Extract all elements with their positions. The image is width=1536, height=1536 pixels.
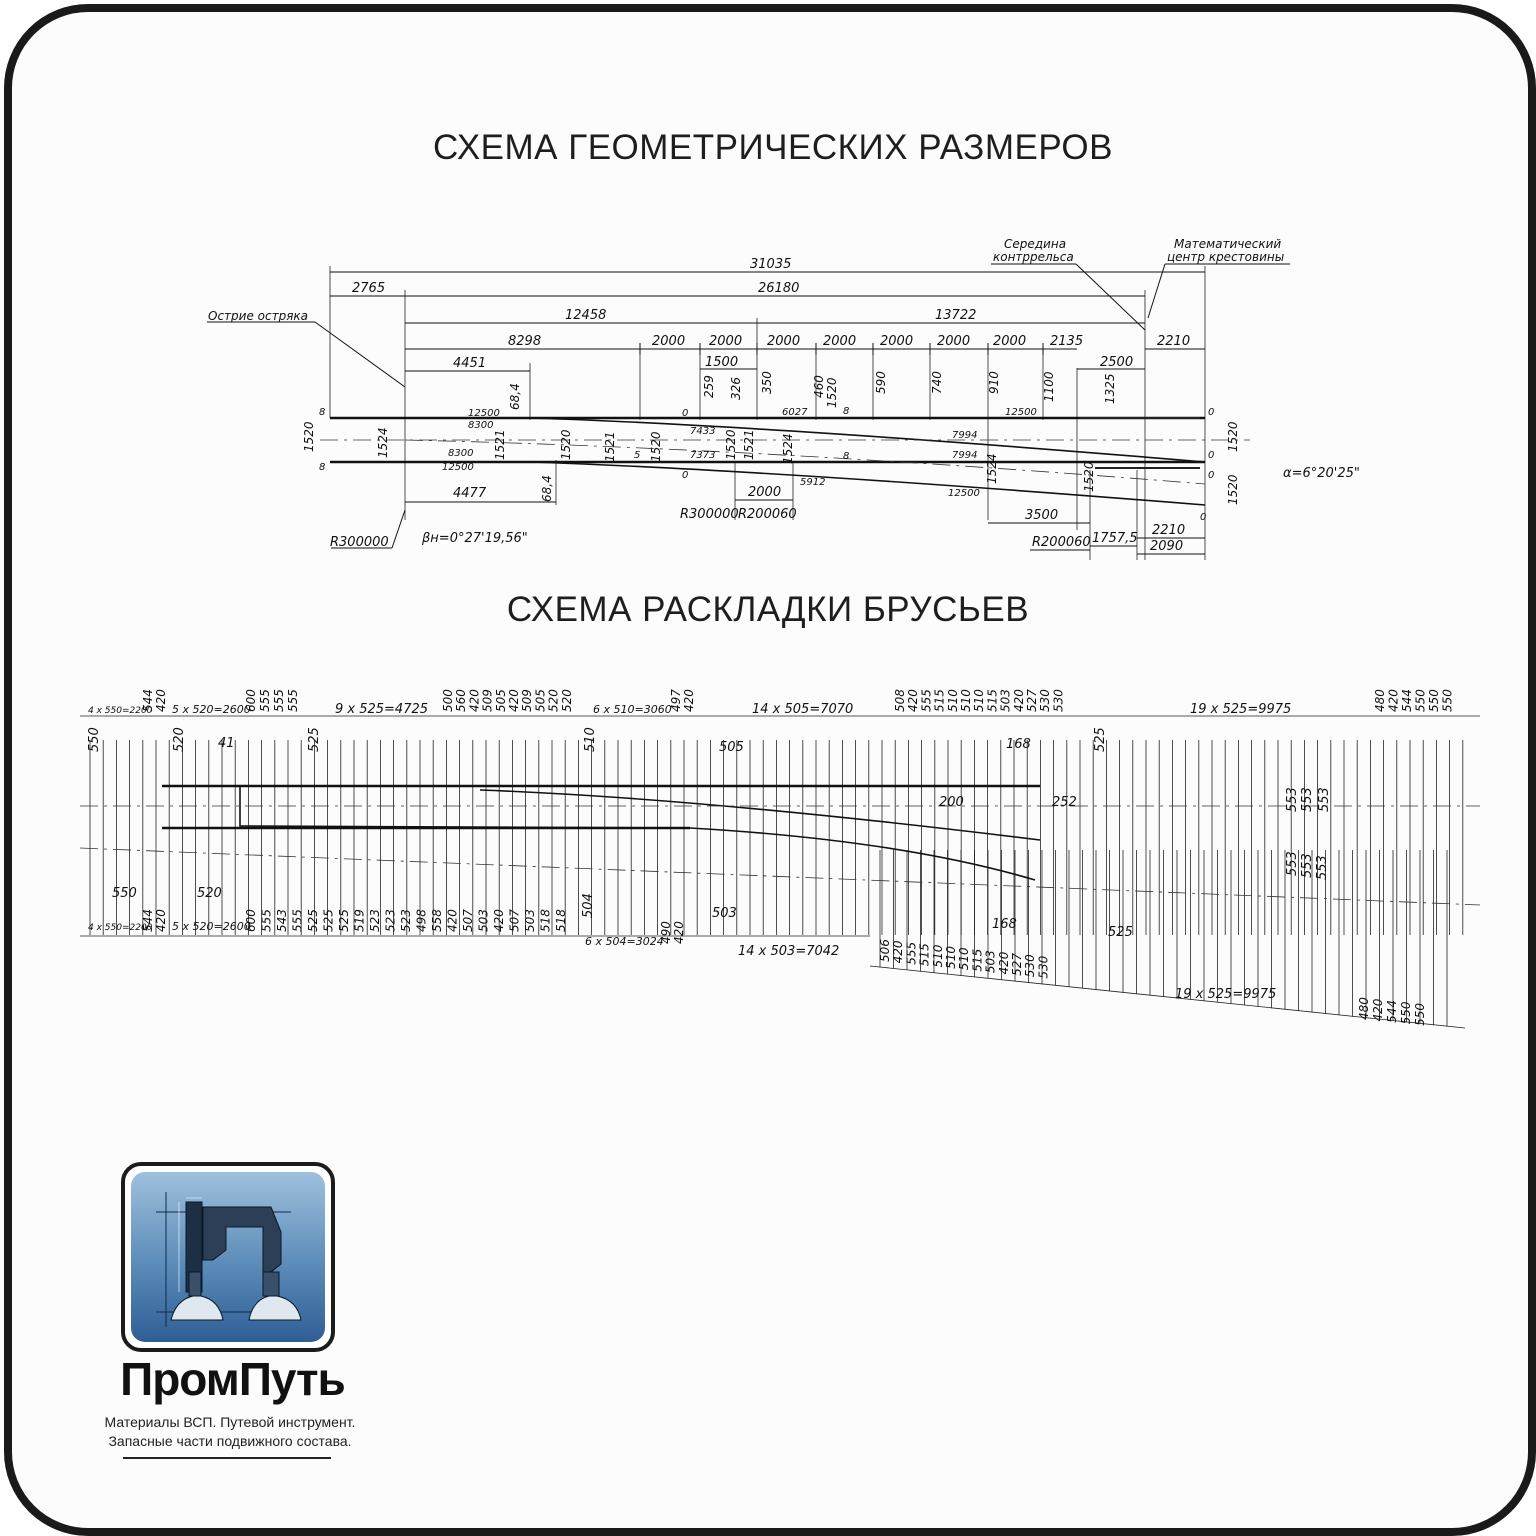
- brand-tagline-2: Запасные части подвижного состава.: [108, 1433, 352, 1449]
- logo-background: [131, 1172, 325, 1342]
- company-logo: [121, 1162, 335, 1352]
- brand-divider: [123, 1457, 331, 1459]
- rail-clamp-drawing-icon: [156, 1192, 302, 1327]
- brand-tagline-1: Материалы ВСП. Путевой инструмент.: [104, 1414, 356, 1430]
- sleeper-layout-title: СХЕМА РАСКЛАДКИ БРУСЬЕВ: [506, 590, 1030, 629]
- brand-name: ПромПуть: [120, 1353, 346, 1405]
- geometry-scheme-title: СХЕМА ГЕОМЕТРИЧЕСКИХ РАЗМЕРОВ: [433, 128, 1113, 167]
